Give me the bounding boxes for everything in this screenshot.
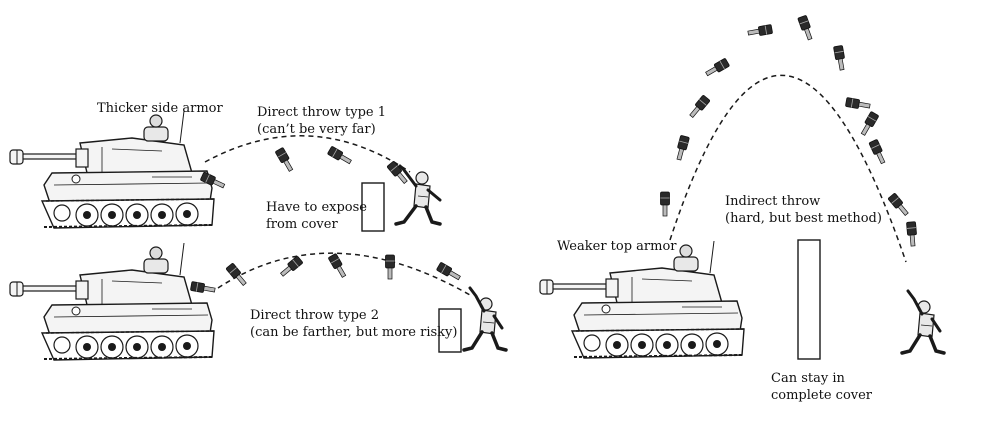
label-weaker-top-armor: Weaker top armor xyxy=(557,239,677,254)
grenade-icon xyxy=(190,281,216,295)
grenade-icon xyxy=(435,261,463,283)
label-direct-throw-1-title: Direct throw type 1 xyxy=(257,105,387,120)
cover-wall-icon-lower xyxy=(438,308,462,353)
grenade-icon xyxy=(225,262,249,288)
grenade-icon xyxy=(385,254,395,280)
label-direct-throw-1-note: (can’t be very far) xyxy=(257,122,376,137)
label-expose-line1: Have to expose xyxy=(266,200,367,215)
label-thicker-side-armor: Thicker side armor xyxy=(97,101,223,116)
trajectory-indirect-throw xyxy=(669,74,907,263)
grenade-icon xyxy=(868,138,888,166)
grenade-icon xyxy=(687,94,711,120)
tank-icon-right xyxy=(539,240,745,359)
label-indirect-throw-note: (hard, but best method) xyxy=(725,211,882,226)
grenade-icon xyxy=(660,191,670,217)
label-cover-line2: complete cover xyxy=(771,388,873,403)
label-direct-throw-2-note: (can be farther, but more risky) xyxy=(250,325,458,340)
grenade-icon xyxy=(747,24,773,38)
grenade-icon xyxy=(797,14,815,42)
grenade-icon xyxy=(703,57,731,79)
grenade-icon xyxy=(833,45,847,71)
trajectory-direct-throw-2 xyxy=(217,252,471,296)
tank-icon-lower xyxy=(9,242,215,361)
label-indirect-throw-title: Indirect throw xyxy=(725,194,821,209)
grenade-icon xyxy=(674,134,690,162)
grenade-icon xyxy=(887,192,911,218)
trajectory-direct-throw-1 xyxy=(204,135,411,173)
label-expose-line2: from cover xyxy=(266,217,338,232)
grenade-icon xyxy=(278,255,304,279)
grenade-icon xyxy=(858,110,880,138)
grenade-icon xyxy=(845,97,871,111)
label-direct-throw-2-title: Direct throw type 2 xyxy=(250,308,380,323)
label-cover-line1: Can stay in xyxy=(771,371,845,386)
soldier-icon-right xyxy=(900,289,946,355)
tank-icon-upper xyxy=(9,110,215,229)
grenade-icon xyxy=(906,221,918,247)
soldier-icon-lower xyxy=(462,286,508,352)
grenade-icon xyxy=(326,145,354,167)
soldier-icon-upper xyxy=(394,164,442,226)
grenade-icon xyxy=(274,146,296,174)
grenade-icon xyxy=(327,252,349,280)
cover-wall-icon-upper xyxy=(361,182,385,232)
cover-wall-icon-right xyxy=(797,239,821,360)
